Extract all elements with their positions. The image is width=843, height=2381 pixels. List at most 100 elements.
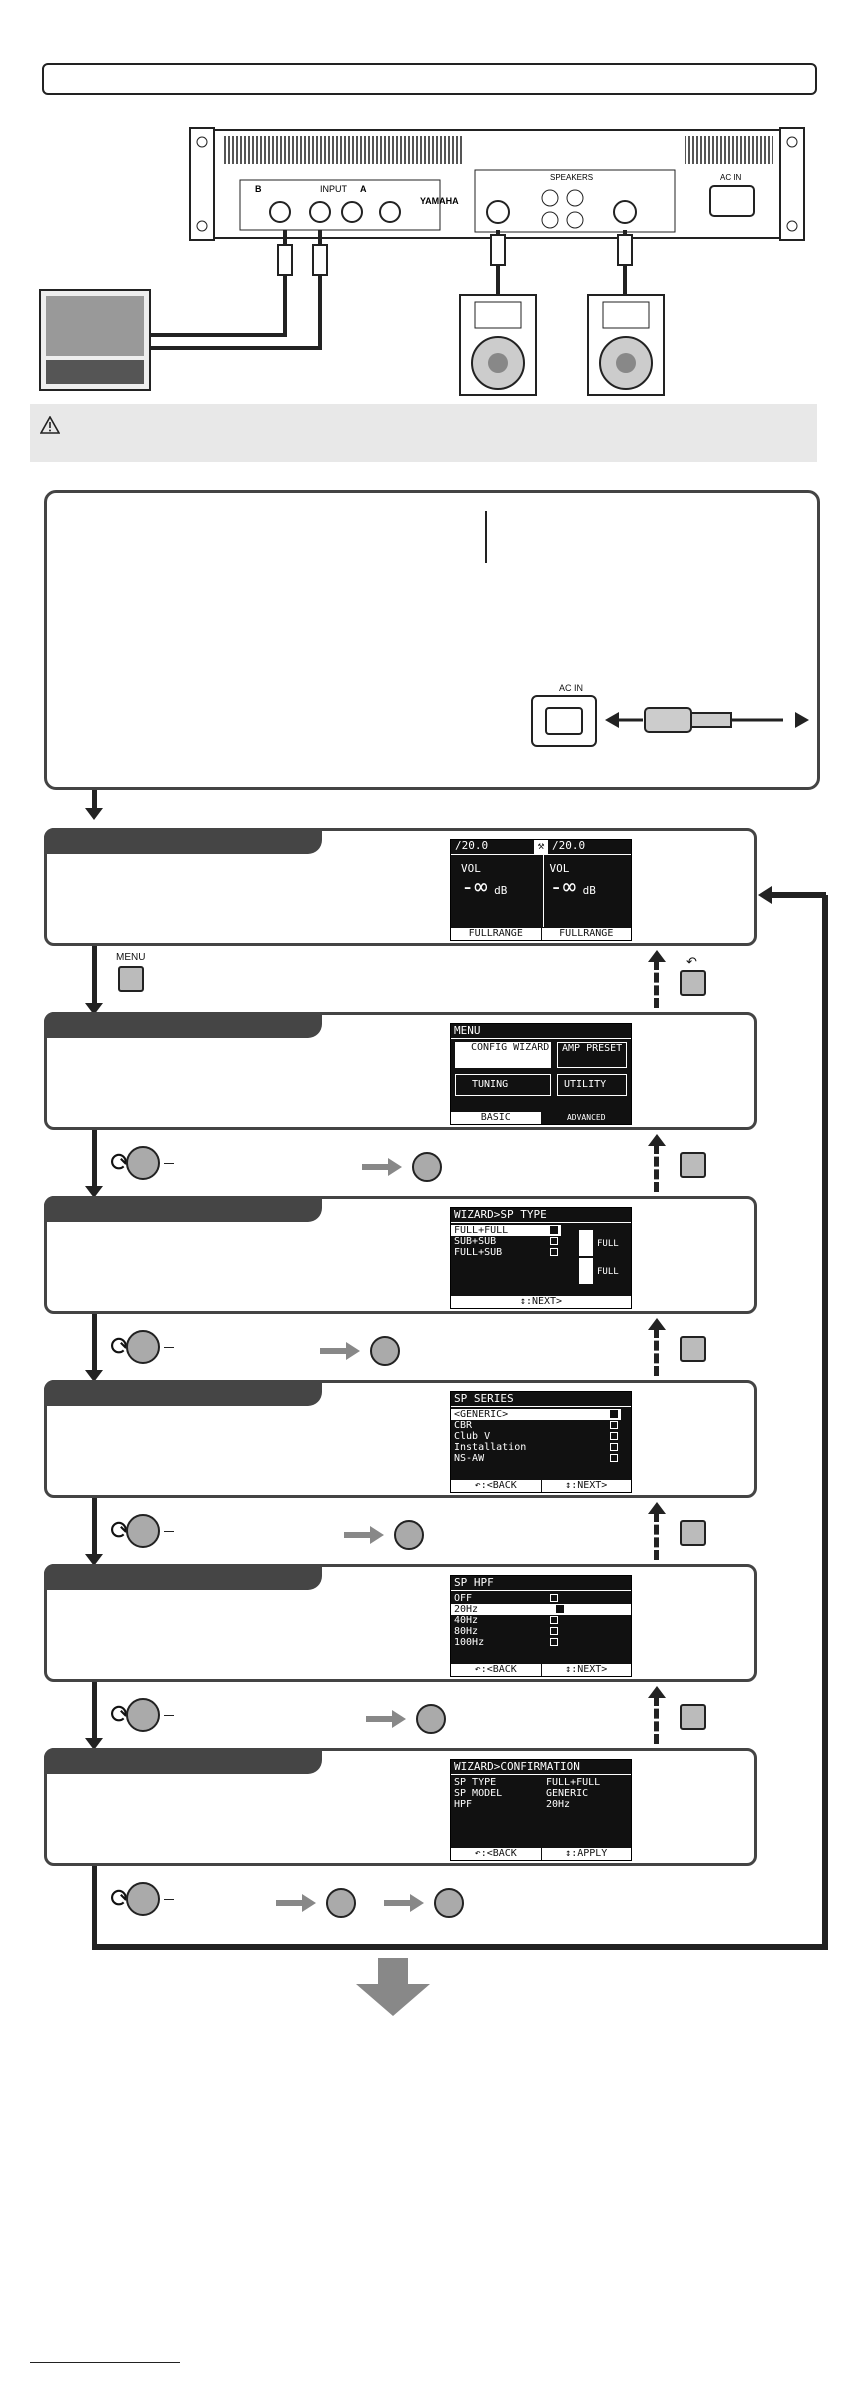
speakers-label: SPEAKERS [550,173,593,182]
home-right-vol-label: VOL [549,862,570,875]
ac-inlet [531,695,597,747]
menu-button-label: MENU [116,952,146,963]
step-home: /20.0 ⚒ /20.0 VOL -∞ dB VOL -∞ dB FULLRA… [44,828,757,946]
lcd-sp-hpf: SP HPF OFF 20Hz 40Hz 80Hz 100Hz ↶:<BACK … [450,1575,632,1677]
step-sp-series: SP SERIES <GENERIC> CBR Club V Installat… [44,1380,757,1498]
home-left-footer: FULLRANGE [451,928,542,940]
step-menu: MENU CONFIG WIZARD AMP PRESET TUNING UTI… [44,1012,757,1130]
home-left-vol-value: -∞ [461,875,488,900]
sp-type-next: ↕:NEXT> [519,1296,563,1307]
home-left-vol-label: VOL [461,862,481,875]
return-line [822,895,828,1950]
dial-press-apply[interactable] [326,1888,356,1918]
divider [485,511,487,563]
home-right-header: /20.0 [552,839,586,852]
sp-series-back: ↶:<BACK [451,1480,542,1492]
return-line-bottom [94,1944,828,1950]
sp-type-item[interactable]: FULL+FULL [451,1225,561,1236]
back-icon: ↶ [686,954,697,969]
dial-press[interactable] [416,1704,446,1734]
next-step-arrow [356,1958,430,2016]
panel-ac-in-label: AC IN [720,173,742,182]
sp-hpf-item[interactable]: OFF [451,1593,561,1604]
sp-series-item[interactable]: Club V [451,1431,621,1442]
sp-hpf-title: SP HPF [451,1576,631,1591]
confirmation-title: WIZARD>CONFIRMATION [451,1760,631,1775]
menu-title: MENU [451,1024,631,1039]
step-sp-type: WIZARD>SP TYPE FULL+FULL SUB+SUB FULL+SU… [44,1196,757,1314]
home-left-unit: dB [494,884,508,897]
lcd-sp-series: SP SERIES <GENERIC> CBR Club V Installat… [450,1391,632,1493]
sp-series-item[interactable]: CBR [451,1420,621,1431]
lcd-home: /20.0 ⚒ /20.0 VOL -∞ dB VOL -∞ dB FULLRA… [450,839,632,941]
home-left-header: /20.0 [455,839,489,852]
lcd-menu: MENU CONFIG WIZARD AMP PRESET TUNING UTI… [450,1023,632,1125]
channel-b-label: B [255,184,262,194]
power-on-box: AC IN [44,490,820,790]
back-button[interactable] [680,970,706,996]
sp-hpf-next: ↕:NEXT> [565,1664,608,1675]
speaker-icon [579,1258,593,1284]
back-button-3[interactable] [680,1336,706,1362]
dial-press[interactable] [394,1520,424,1550]
sp-type-item[interactable]: SUB+SUB [451,1236,561,1247]
step-tab [44,828,322,854]
step-sp-hpf: SP HPF OFF 20Hz 40Hz 80Hz 100Hz ↶:<BACK … [44,1564,757,1682]
menu-tab-advanced[interactable]: ADVANCED [541,1112,631,1124]
section-title-box [42,63,817,95]
sp-type-title: WIZARD>SP TYPE [451,1208,631,1223]
footer-rule [30,2362,180,2363]
sp-type-full-1: FULL [597,1239,619,1249]
sp-series-item[interactable]: NS-AW [451,1453,621,1464]
menu-utility[interactable]: UTILITY [557,1074,627,1096]
dial-press[interactable] [412,1152,442,1182]
back-button-5[interactable] [680,1704,706,1730]
sp-series-title: SP SERIES [451,1392,631,1407]
menu-button[interactable] [118,966,144,992]
back-button-4[interactable] [680,1520,706,1546]
caution-note [30,404,817,462]
main-dial[interactable] [126,1698,160,1732]
back-button-2[interactable] [680,1152,706,1178]
main-dial[interactable] [126,1330,160,1364]
main-dial[interactable] [126,1882,160,1916]
ac-in-illustration: AC IN [527,683,817,753]
home-right-footer: FULLRANGE [559,928,614,939]
connection-diagram: INPUT B A YAMAHA SPEAKERS AC IN [39,127,805,396]
sp-type-full-2: FULL [597,1267,619,1277]
lcd-sp-type: WIZARD>SP TYPE FULL+FULL SUB+SUB FULL+SU… [450,1207,632,1309]
sp-hpf-back: ↶:<BACK [451,1664,542,1676]
dial-press[interactable] [370,1336,400,1366]
speaker-icon [579,1230,593,1256]
main-dial[interactable] [126,1146,160,1180]
sp-type-item[interactable]: FULL+SUB [451,1247,561,1258]
menu-tab-basic[interactable]: BASIC [451,1112,542,1124]
confirmation-apply: ↕:APPLY [565,1848,608,1859]
home-right-unit: dB [582,884,596,897]
home-right-vol-value: -∞ [549,875,577,900]
menu-tuning[interactable]: TUNING [455,1074,551,1096]
wrench-icon: ⚒ [534,840,548,854]
sp-hpf-item[interactable]: 100Hz [451,1637,561,1648]
dial-press-confirm[interactable] [434,1888,464,1918]
confirmation-back: ↶:<BACK [451,1848,542,1860]
main-dial[interactable] [126,1514,160,1548]
sp-series-item[interactable]: <GENERIC> [451,1409,621,1420]
input-label: INPUT [320,184,348,194]
return-arrow-head [758,886,772,904]
menu-config-wizard[interactable]: CONFIG WIZARD [455,1042,551,1068]
channel-a-label: A [360,184,367,194]
sp-hpf-item[interactable]: 80Hz [451,1626,561,1637]
sp-series-item[interactable]: Installation [451,1442,621,1453]
sp-hpf-item[interactable]: 20Hz [451,1604,631,1615]
menu-amp-preset[interactable]: AMP PRESET [557,1042,627,1068]
sp-series-next: ↕:NEXT> [565,1480,608,1491]
brand-label: YAMAHA [420,196,459,206]
sp-hpf-item[interactable]: 40Hz [451,1615,561,1626]
power-cord-icon [605,707,809,733]
